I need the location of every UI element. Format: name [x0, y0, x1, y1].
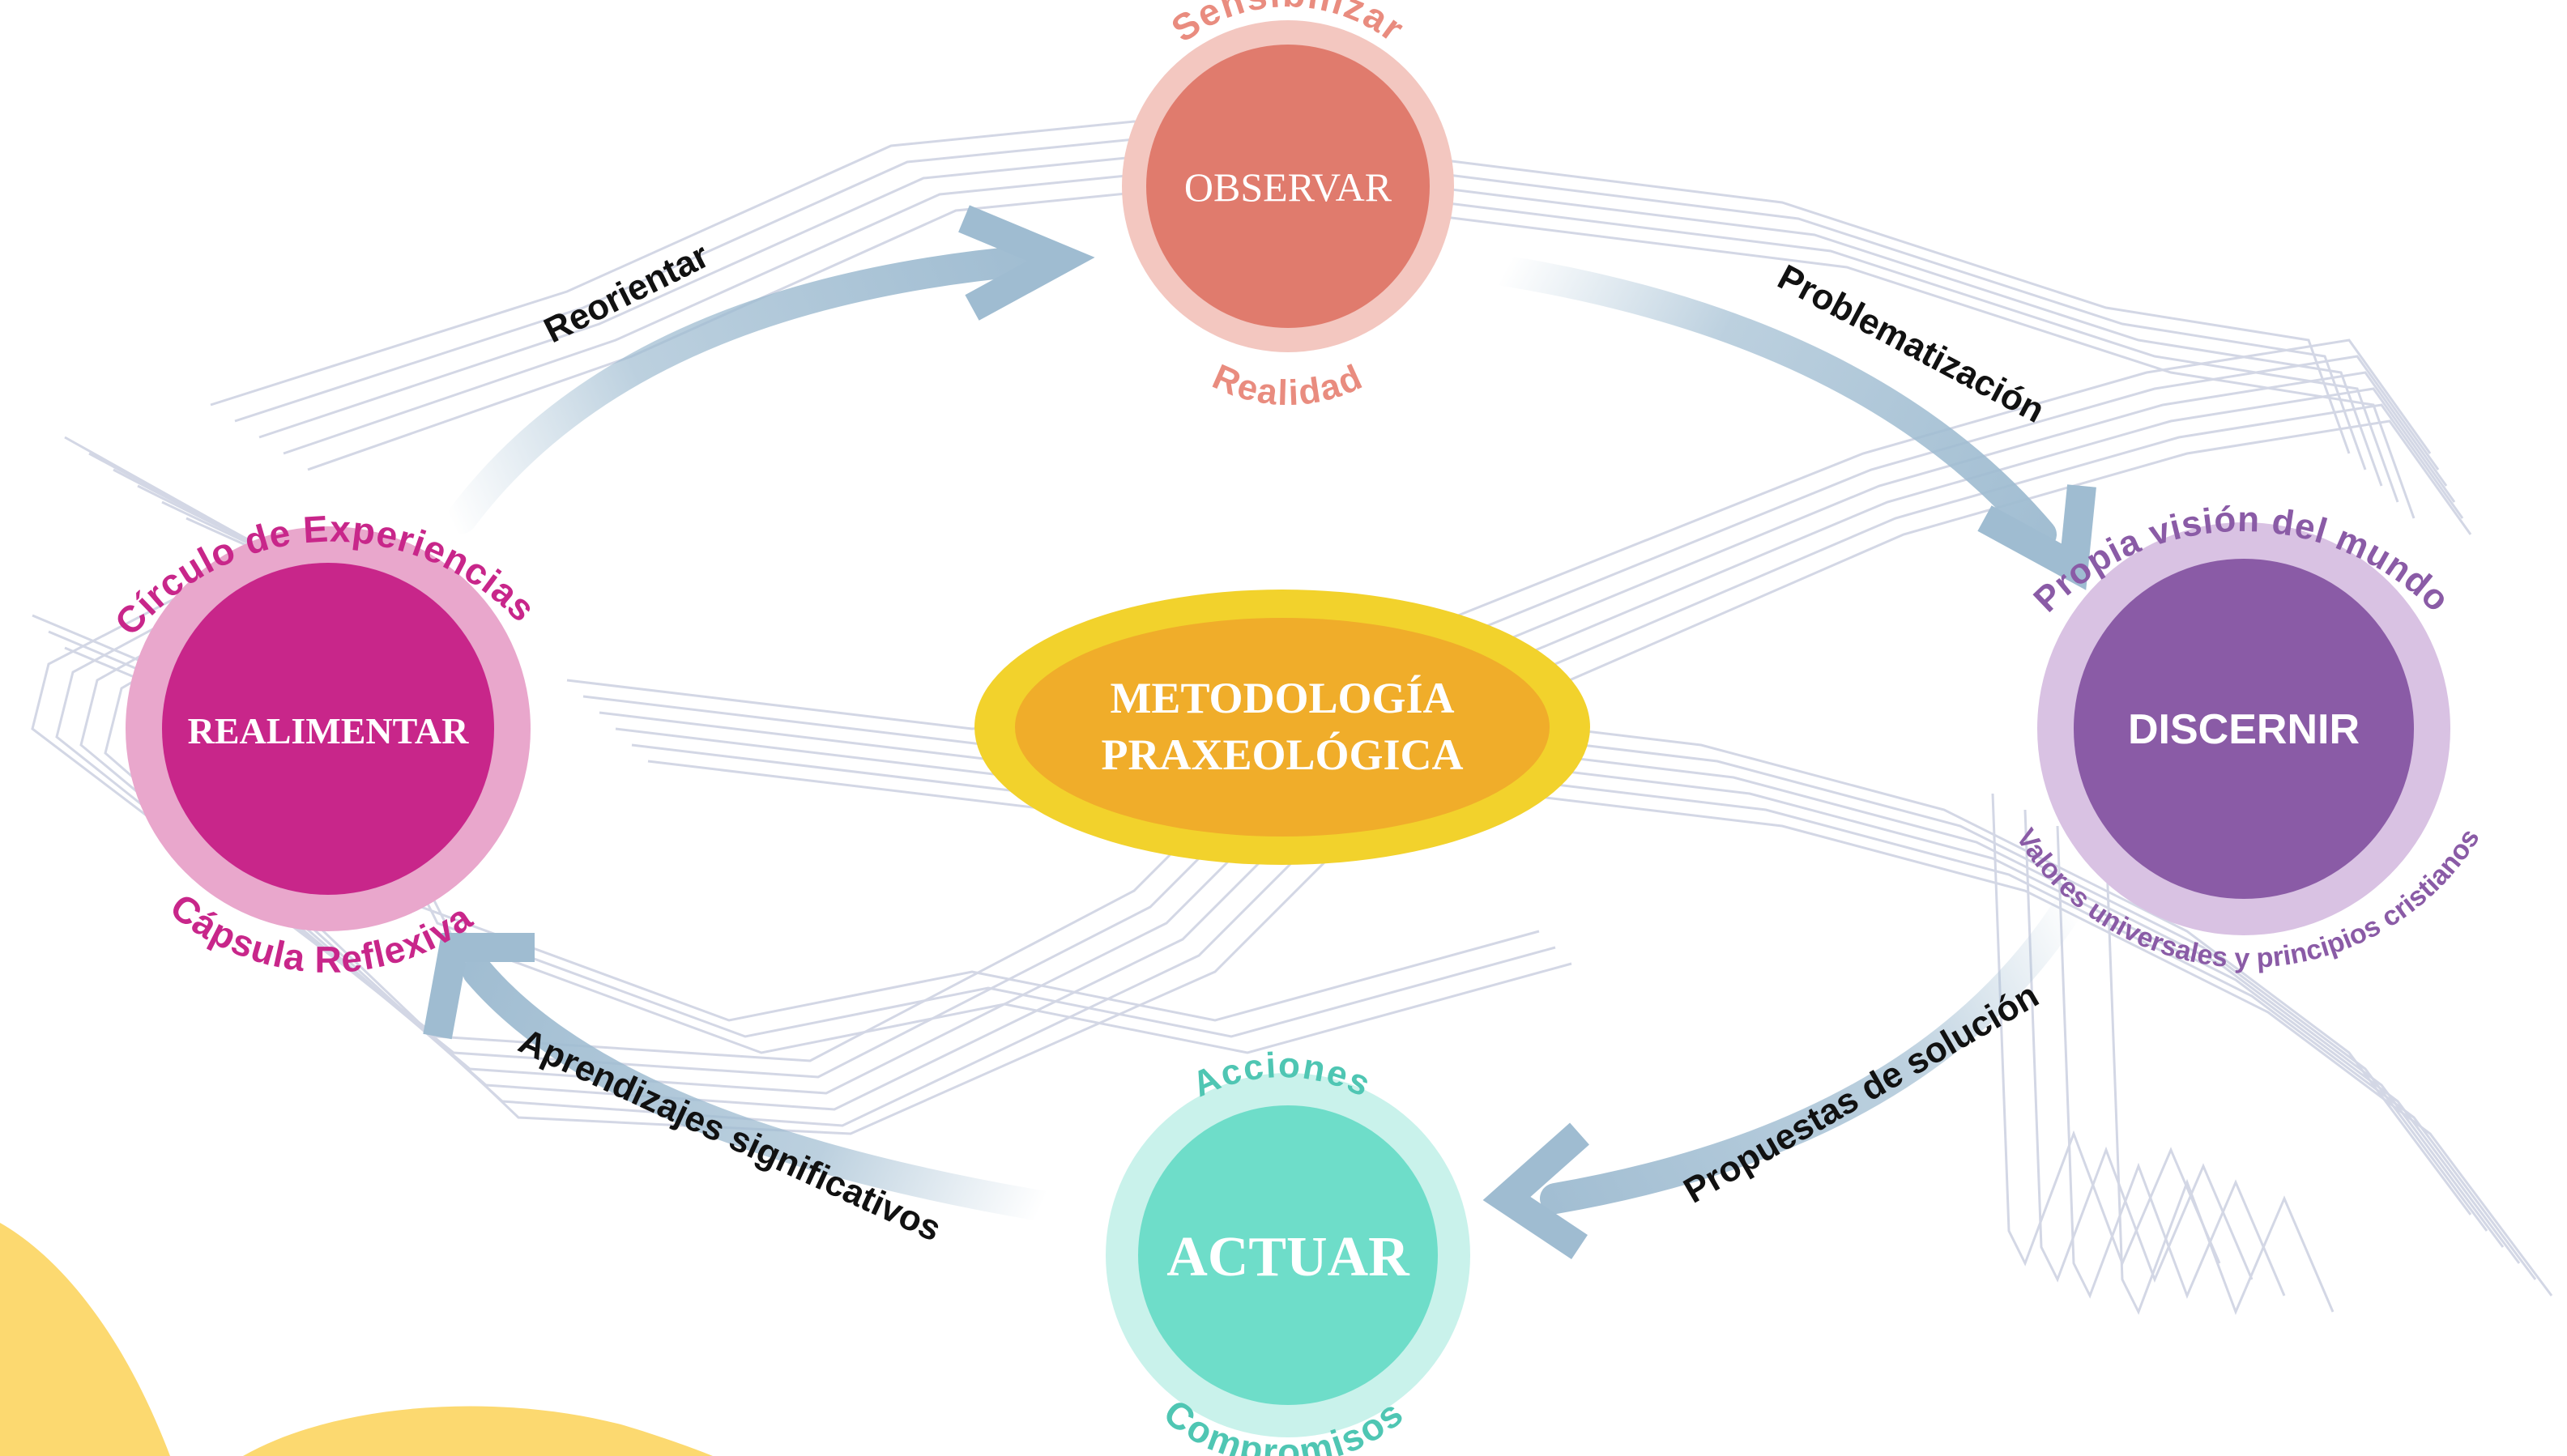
node-discernir: DISCERNIR Propia visión del mundo Valore…: [2010, 500, 2485, 974]
arrow-reorientar: [446, 205, 1095, 534]
node-actuar-label: ACTUAR: [1166, 1226, 1410, 1288]
center-title-line2: PRAXEOLÓGICA: [1101, 730, 1463, 779]
node-realimentar-label: REALIMENTAR: [188, 710, 470, 751]
arrow-propuestas: [1482, 883, 2089, 1259]
arrow-aprendizajes: [423, 933, 1060, 1222]
center-node: METODOLOGÍA PRAXEOLÓGICA: [974, 590, 1590, 865]
node-observar: OBSERVAR Sensibilizar Realidad: [1122, 0, 1454, 413]
node-observar-label: OBSERVAR: [1184, 164, 1392, 210]
label-propuestas: Propuestas de solución: [1678, 975, 2045, 1211]
background-blob: [0, 1223, 713, 1456]
node-discernir-label: DISCERNIR: [2128, 706, 2360, 753]
node-realimentar: REALIMENTAR Círculo de Experiencias Cáps…: [106, 507, 544, 980]
node-observar-bottom: Realidad: [1207, 357, 1369, 414]
arrow-problematizacion: [1467, 252, 2096, 590]
node-actuar: ACTUAR Acciones Compromisos: [1106, 1045, 1470, 1456]
center-title-line1: METODOLOGÍA: [1110, 674, 1454, 722]
